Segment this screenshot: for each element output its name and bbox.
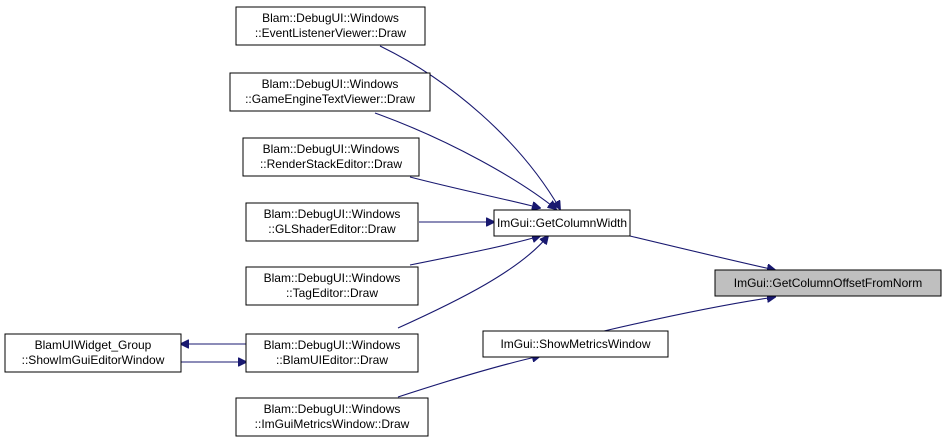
- node-imguimetricswindow-draw[interactable]: Blam::DebugUI::Windows ::ImGuiMetricsWin…: [235, 397, 429, 437]
- node-label-line2: ::EventListenerViewer::Draw: [255, 26, 407, 40]
- edge-showmetrics-to-offsetnorm: [603, 297, 775, 332]
- node-blamuiwidget-group-showimguieditorwindow[interactable]: BlamUIWidget_Group ::ShowImGuiEditorWind…: [4, 333, 182, 373]
- node-label-line1: Blam::DebugUI::Windows: [264, 207, 401, 221]
- node-label-line1: Blam::DebugUI::Windows: [264, 271, 401, 285]
- edge-getcolwidth-to-offsetnorm: [629, 235, 775, 270]
- node-eventlistenerviewer-draw[interactable]: Blam::DebugUI::Windows ::EventListenerVi…: [235, 6, 426, 46]
- node-label-line2: ::ImGuiMetricsWindow::Draw: [255, 417, 410, 431]
- edge-blamui-to-getcolwidth: [397, 236, 548, 329]
- node-label-line2: ::BlamUIEditor::Draw: [276, 353, 388, 367]
- node-label-line2: ::ShowImGuiEditorWindow: [22, 353, 165, 367]
- node-gameenginetextviewer-draw[interactable]: Blam::DebugUI::Windows ::GameEngineTextV…: [229, 72, 431, 112]
- node-imgui-showmetricswindow[interactable]: ImGui::ShowMetricsWindow: [482, 330, 669, 358]
- node-label-line1: Blam::DebugUI::Windows: [263, 142, 400, 156]
- node-label-line1: Blam::DebugUI::Windows: [264, 338, 401, 352]
- node-label-line1: Blam::DebugUI::Windows: [264, 402, 401, 416]
- edges: [181, 45, 775, 398]
- node-tageditor-draw[interactable]: Blam::DebugUI::Windows ::TagEditor::Draw: [245, 266, 419, 306]
- node-imgui-getcolumnoffsetfromnorm[interactable]: ImGui::GetColumnOffsetFromNorm: [714, 269, 942, 297]
- edge-gametext-to-getcolwidth: [374, 112, 556, 209]
- node-glshadereditor-draw[interactable]: Blam::DebugUI::Windows ::GLShaderEditor:…: [245, 202, 419, 242]
- node-blamuieditor-draw[interactable]: Blam::DebugUI::Windows ::BlamUIEditor::D…: [245, 333, 419, 373]
- node-label-line2: ::GLShaderEditor::Draw: [268, 222, 396, 236]
- node-label-line1: Blam::DebugUI::Windows: [262, 77, 399, 91]
- node-label-line1: BlamUIWidget_Group: [35, 338, 152, 352]
- node-label-line2: ::TagEditor::Draw: [286, 286, 378, 300]
- edge-event-to-getcolwidth: [379, 45, 560, 209]
- node-label-line2: ::RenderStackEditor::Draw: [260, 157, 402, 171]
- node-label: ImGui::ShowMetricsWindow: [500, 337, 650, 351]
- node-label: ImGui::GetColumnWidth: [497, 216, 627, 230]
- node-renderstackeditor-draw[interactable]: Blam::DebugUI::Windows ::RenderStackEdit…: [242, 137, 420, 177]
- edge-renderstack-to-getcolwidth: [409, 176, 540, 208]
- node-label-line1: Blam::DebugUI::Windows: [262, 11, 399, 25]
- node-label: ImGui::GetColumnOffsetFromNorm: [734, 276, 922, 290]
- edge-imguimetrics-to-showmetrics: [397, 356, 540, 398]
- node-label-line2: ::GameEngineTextViewer::Draw: [245, 92, 415, 106]
- node-imgui-getcolumnwidth[interactable]: ImGui::GetColumnWidth: [493, 209, 631, 237]
- edge-tageditor-to-getcolwidth: [409, 236, 540, 266]
